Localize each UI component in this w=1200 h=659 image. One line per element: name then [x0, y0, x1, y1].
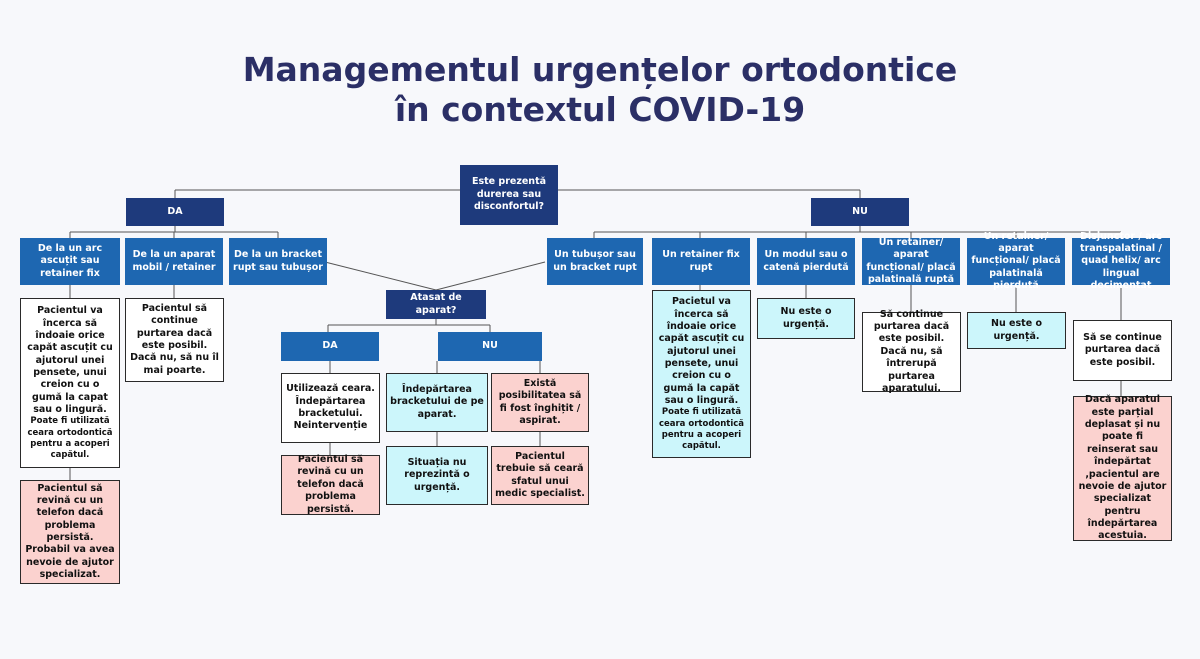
advice-bend-wire: Pacientul va încerca să îndoaie orice ca… — [20, 298, 120, 468]
advice-bend-retainer-note: Poate fi utilizată ceara ortodontică pen… — [658, 407, 745, 451]
title-line-2: în contextul COVID-19 — [394, 90, 806, 129]
advice-remove-bracket: Îndepărtarea bracketului de pe aparat. — [386, 373, 488, 432]
attached-question: Atasat de aparat? — [386, 290, 486, 319]
category-broken-fixed-retainer: Un retainer fix rupt — [652, 238, 750, 285]
root-question: Este prezentă durerea sau disconfortul? — [460, 165, 558, 225]
advice-bend-wire-text: Pacientul va încerca să îndoaie orice ca… — [27, 305, 113, 416]
advice-call-back: Pacientul să revină cu un telefon dacă p… — [281, 454, 380, 515]
category-broken-functional: Un retainer/ aparat funcțional/ placă pa… — [862, 237, 960, 285]
advice-bend-wire-note: Poate fi utilizată ceara ortodontică pen… — [27, 416, 113, 460]
advice-see-specialist: Pacientul trebuie să ceară sfatul unui m… — [491, 446, 589, 505]
advice-call-back-specialist: Pacientul să revină cu un telefon dacă p… — [20, 480, 120, 584]
attached-yes: DA — [281, 332, 379, 361]
advice-swallowed: Există posibilitatea să fi fost înghițit… — [491, 373, 589, 432]
advice-continue-if-possible: Să se continue purtarea dacă este posibi… — [1073, 320, 1172, 381]
page-title: Managementul urgențelor ortodontice în c… — [0, 50, 1200, 130]
advice-specialist-removal: Dacă aparatul este parțial deplasat și n… — [1073, 394, 1172, 541]
advice-lost-not-urgent: Nu este o urgență. — [967, 312, 1066, 349]
advice-bend-retainer-text: Pacietul va încerca să îndoaie orice cap… — [658, 296, 745, 407]
category-tube-or-bracket: Un tubușor sau un bracket rupt — [547, 238, 643, 285]
advice-not-urgent: Situația nu reprezintă o urgență. — [386, 446, 488, 505]
category-lost-module: Un modul sau o catenă pierdută — [757, 238, 855, 285]
advice-continue-wearing: Pacientul să continue purtarea dacă este… — [125, 298, 224, 382]
title-line-1: Managementul urgențelor ortodontice — [242, 50, 958, 89]
yes-label: DA — [126, 198, 224, 226]
category-removable-appliance: De la un aparat mobil / retainer — [125, 238, 223, 285]
advice-use-wax: Utilizează ceara. Îndepărtarea bracketul… — [281, 373, 380, 443]
category-decemented-appliance: Disjunctor / arc transpalatinal / quad h… — [1072, 231, 1170, 291]
attached-no: NU — [438, 332, 542, 361]
advice-continue-or-stop: Să continue purtarea dacă este posibil. … — [862, 309, 961, 394]
advice-module-not-urgent: Nu este o urgență. — [757, 298, 855, 339]
category-lost-functional: Un retainer/ aparat funcțional/ placă pa… — [967, 231, 1065, 291]
advice-bend-retainer: Pacietul va încerca să îndoaie orice cap… — [652, 290, 751, 458]
no-label: NU — [811, 198, 909, 226]
category-sharp-wire: De la un arc ascuțit sau retainer fix — [20, 238, 120, 285]
category-broken-bracket: De la un bracket rupt sau tubușor — [229, 238, 327, 285]
